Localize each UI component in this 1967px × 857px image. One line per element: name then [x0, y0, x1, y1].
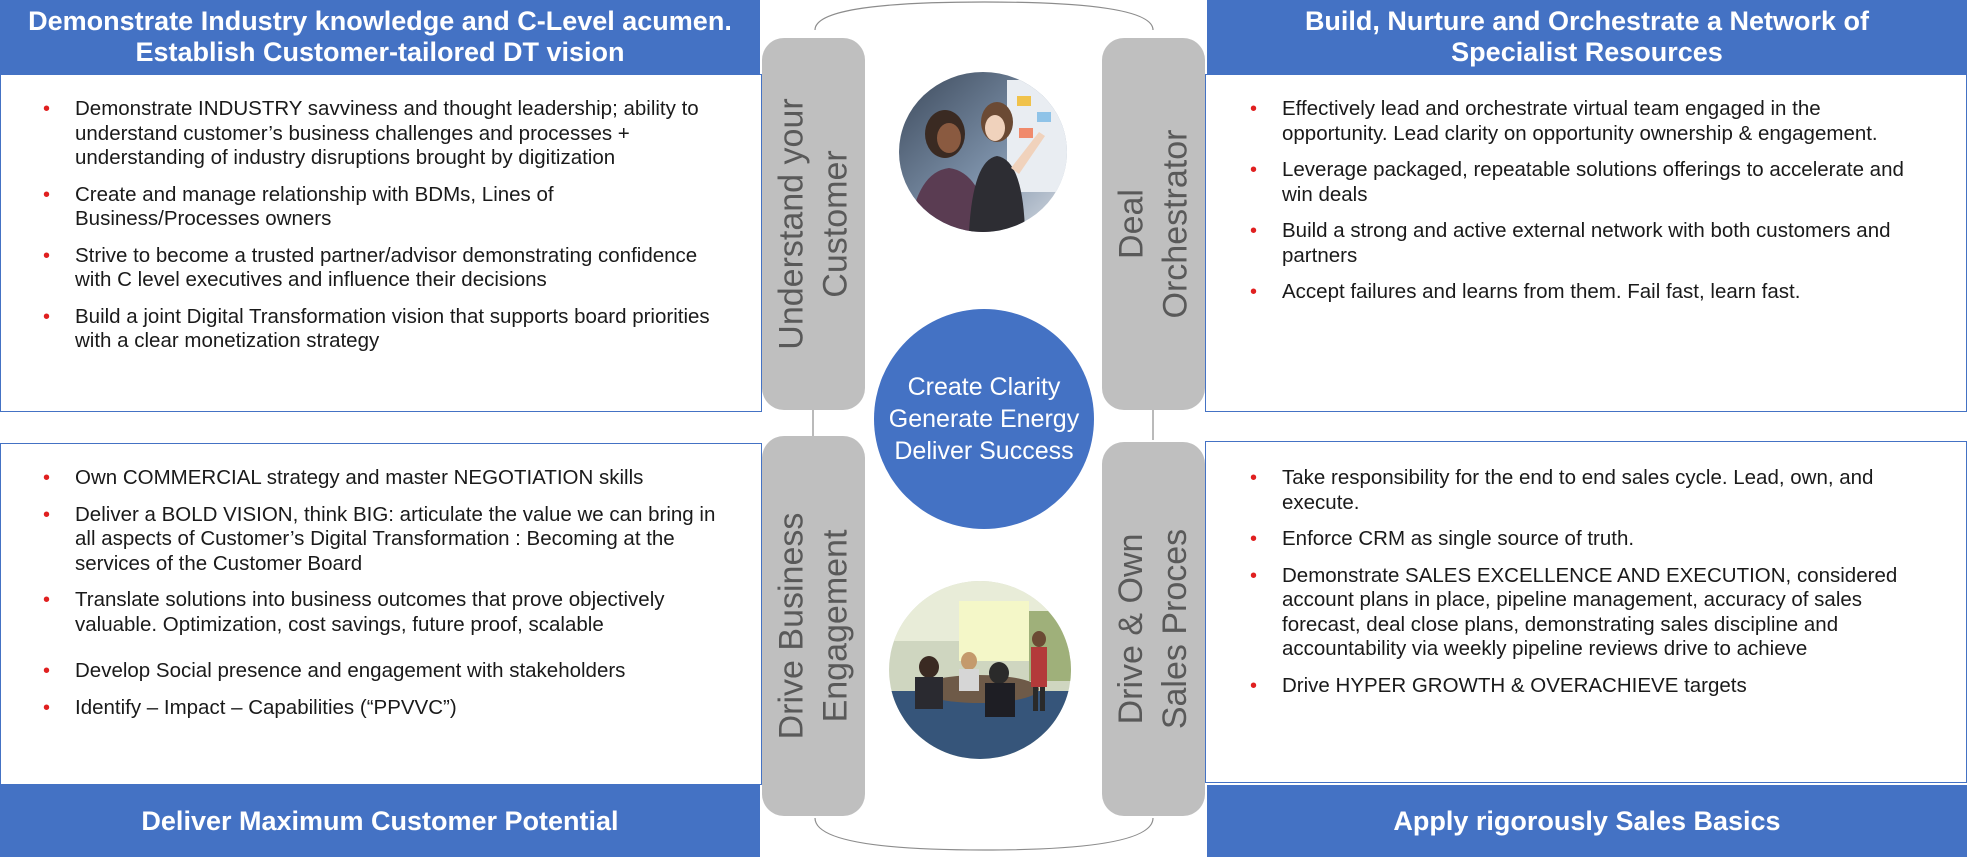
pillar-label-line-1: Deal — [1112, 189, 1151, 259]
pillar-label: Deal Orchestrator — [1110, 130, 1198, 319]
bottom-left-panel: Own COMMERCIAL strategy and master NEGOT… — [0, 443, 762, 785]
top-left-title-line-2: Establish Customer-tailored DT vision — [135, 37, 625, 67]
list-item: Take responsibility for the end to end s… — [1248, 466, 1926, 515]
top-right-title-line-2: Specialist Resources — [1451, 37, 1723, 67]
whiteboard-collaboration-photo — [899, 72, 1067, 232]
list-item: Own COMMERCIAL strategy and master NEGOT… — [41, 466, 731, 491]
bottom-right-title-banner: Apply rigorously Sales Basics — [1207, 785, 1967, 857]
top-left-title-banner: Demonstrate Industry knowledge and C-Lev… — [0, 0, 760, 74]
center-hub-text: Create Clarity Generate Energy Deliver S… — [889, 371, 1079, 467]
list-item: Enforce CRM as single source of truth. — [1248, 527, 1926, 552]
bottom-left-bullet-list: Own COMMERCIAL strategy and master NEGOT… — [41, 466, 731, 720]
top-right-title-banner: Build, Nurture and Orchestrate a Network… — [1207, 0, 1967, 74]
top-left-title: Demonstrate Industry knowledge and C-Lev… — [28, 6, 732, 68]
pillar-label-line-1: Understand your — [772, 98, 811, 350]
list-item: Build a joint Digital Transformation vis… — [41, 305, 731, 354]
pillar-label-line-2: Orchestrator — [1156, 129, 1195, 319]
bottom-left-title-banner: Deliver Maximum Customer Potential — [0, 785, 760, 857]
pillar-deal-orchestrator: Deal Orchestrator — [1102, 38, 1205, 410]
pillar-label: Drive Business Engagement — [770, 513, 858, 740]
list-item: Identify – Impact – Capabilities (“PPVVC… — [41, 696, 731, 721]
list-item: Effectively lead and orchestrate virtual… — [1248, 97, 1926, 146]
top-right-title: Build, Nurture and Orchestrate a Network… — [1305, 6, 1869, 68]
top-right-bullet-list: Effectively lead and orchestrate virtual… — [1248, 97, 1926, 305]
pillar-label-line-2: Engagement — [816, 529, 855, 723]
bottom-right-panel: Take responsibility for the end to end s… — [1205, 441, 1967, 783]
pillar-label-line-1: Drive & Own — [1112, 533, 1151, 725]
pillar-understand-your-customer: Understand your Customer — [762, 38, 865, 410]
team-meeting-photo — [889, 581, 1071, 759]
top-right-panel: Effectively lead and orchestrate virtual… — [1205, 74, 1967, 412]
pillar-label-line-1: Drive Business — [772, 512, 811, 740]
pillar-drive-own-sales-process: Drive & Own Sales Proces — [1102, 442, 1205, 816]
list-item: Create and manage relationship with BDMs… — [41, 183, 731, 232]
list-item: Build a strong and active external netwo… — [1248, 219, 1926, 268]
pillar-drive-business-engagement: Drive Business Engagement — [762, 436, 865, 816]
pillar-label: Understand your Customer — [770, 98, 858, 349]
list-item: Develop Social presence and engagement w… — [41, 659, 731, 684]
pillar-label-line-2: Sales Proces — [1156, 528, 1195, 730]
top-right-title-line-1: Build, Nurture and Orchestrate a Network… — [1304, 6, 1870, 36]
list-item: Strive to become a trusted partner/advis… — [41, 244, 731, 293]
bottom-right-title: Apply rigorously Sales Basics — [1393, 805, 1781, 836]
list-item: Accept failures and learns from them. Fa… — [1248, 280, 1926, 305]
top-left-bullet-list: Demonstrate INDUSTRY savviness and thoug… — [41, 97, 731, 354]
hub-line-2: Generate Energy — [888, 405, 1080, 433]
hub-line-3: Deliver Success — [894, 437, 1074, 465]
list-item: Translate solutions into business outcom… — [41, 588, 731, 637]
top-left-panel: Demonstrate INDUSTRY savviness and thoug… — [0, 74, 762, 412]
bottom-right-bullet-list: Take responsibility for the end to end s… — [1248, 466, 1926, 698]
center-hub-circle: Create Clarity Generate Energy Deliver S… — [874, 309, 1094, 529]
top-left-title-line-1: Demonstrate Industry knowledge and C-Lev… — [28, 6, 732, 36]
list-item: Demonstrate SALES EXCELLENCE AND EXECUTI… — [1248, 564, 1926, 662]
pillar-label-line-2: Customer — [816, 150, 855, 298]
list-item: Demonstrate INDUSTRY savviness and thoug… — [41, 97, 731, 171]
hub-line-1: Create Clarity — [907, 373, 1061, 401]
list-item: Leverage packaged, repeatable solutions … — [1248, 158, 1926, 207]
list-item: Drive HYPER GROWTH & OVERACHIEVE targets — [1248, 674, 1926, 699]
bottom-left-title: Deliver Maximum Customer Potential — [141, 805, 619, 836]
pillar-label: Drive & Own Sales Proces — [1110, 529, 1198, 729]
list-item: Deliver a BOLD VISION, think BIG: articu… — [41, 503, 731, 577]
